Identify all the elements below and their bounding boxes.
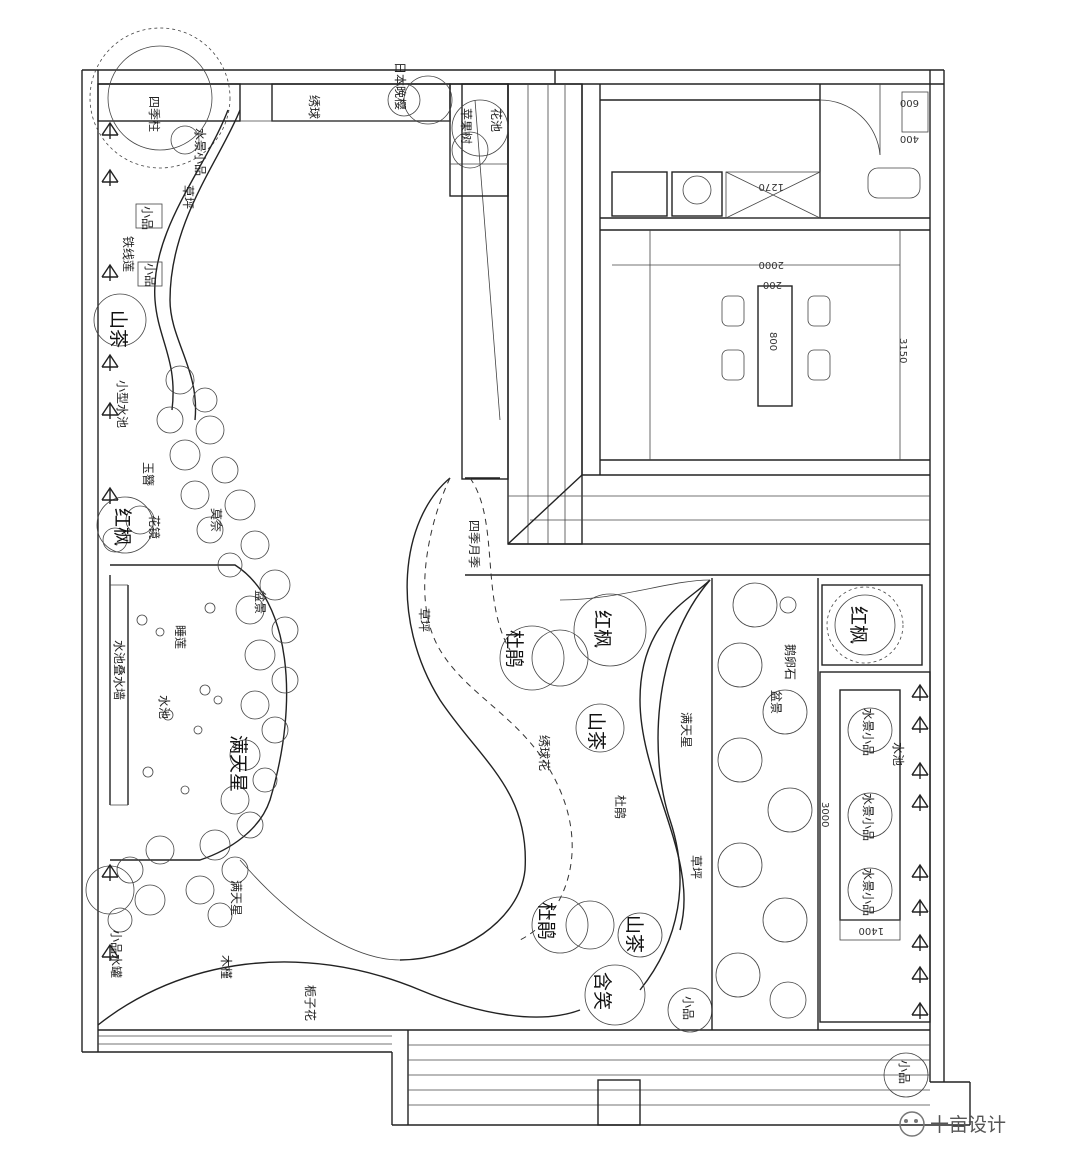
dim-2000: 2000 [759, 259, 784, 270]
label-xiaoxing-shuichi: 小型水池 [115, 380, 129, 428]
arrow-marker-right [911, 863, 929, 881]
label-xiuqiuhua: 绣球花 [537, 735, 552, 771]
label-shancha-3: 山茶 [623, 915, 645, 953]
label-shuichi-dieshui: 水池叠水墙 [112, 640, 126, 700]
label-caoping-mid: 草坪 [417, 608, 431, 632]
dim-1400: 1400 [859, 925, 884, 936]
label-xiaopin-b: 小品 [143, 263, 157, 287]
arrow-marker-right [911, 965, 929, 983]
right-water-feature: 3000 1400 [819, 584, 931, 1098]
dim-800: 800 [767, 332, 778, 351]
dim-400: 400 [900, 133, 919, 144]
label-penzai-r: 盆景 [769, 690, 783, 714]
label-penzai: 盆景 [253, 590, 267, 614]
label-siji-zhu: 四季柱 [147, 96, 162, 132]
arrow-marker-left [101, 486, 119, 504]
label-pingguo-shu: 苹果树 [459, 108, 474, 144]
arrow-marker-left [101, 353, 119, 371]
label-yuxiang: 玉簪 [141, 462, 156, 486]
outer-walls [81, 69, 971, 1126]
label-xiaopin-d: 小品 [897, 1060, 911, 1084]
center-lawn [399, 477, 819, 1033]
dim-3150: 3150 [897, 338, 908, 363]
arrow-marker-right [911, 1001, 929, 1019]
water-lilies [136, 602, 223, 795]
label-dujuan-small: 杜鹃 [613, 795, 628, 819]
arrow-marker-left [101, 943, 119, 961]
label-tiexian-lian: 铁线莲 [121, 236, 135, 272]
label-hongfeng-3: 红枫 [847, 606, 869, 644]
arrow-marker-right [911, 793, 929, 811]
label-mantianxing-mid: 满天星 [679, 712, 693, 748]
label-xiaopin-c: 小品 [681, 996, 695, 1020]
label-zhizihua: 栀子花 [303, 985, 318, 1021]
arrow-marker-left [101, 401, 119, 419]
label-hanxiao: 含笑 [591, 972, 613, 1010]
label-mohe: 莫奈 [209, 508, 223, 532]
arrow-marker-right [911, 715, 929, 733]
arrow-marker-right [911, 761, 929, 779]
label-siji-yueji: 四季月季 [467, 520, 481, 568]
label-shuichi-r: 水池 [891, 742, 905, 766]
label-shuijing-xiaopin-top: 水景小品 [193, 128, 207, 176]
arrow-marker-left [101, 263, 119, 281]
dim-1270: 1270 [759, 181, 784, 192]
label-shuichi: 水池 [157, 695, 171, 719]
label-hongfeng-1: 红枫 [111, 508, 133, 546]
label-shuiguan: 小品水罐 [109, 930, 123, 978]
arrow-marker-right [911, 683, 929, 701]
arrow-marker-left [101, 863, 119, 881]
dim-3000: 3000 [819, 802, 830, 827]
dim-600-top: 600 [900, 97, 919, 108]
top-planters [89, 27, 509, 197]
label-dujuan-1: 杜鹃 [503, 630, 525, 668]
rock-cluster [102, 365, 299, 933]
label-xiuqiu-top: 绣球 [307, 95, 321, 119]
label-luanshi: 鹅卵石 [783, 644, 797, 680]
label-shuijing-xiaopin-r3: 水景小品 [861, 868, 875, 916]
arrow-marker-right [911, 898, 929, 916]
label-huachi: 花池 [489, 108, 504, 132]
label-shancha-1: 山茶 [107, 310, 129, 348]
label-caoping-top: 草坪 [181, 185, 195, 209]
label-mantianxing-low: 满天星 [229, 880, 243, 916]
watermark-text: 十亩设计 [930, 1114, 1006, 1136]
label-shuilian: 睡莲 [173, 625, 187, 649]
label-shancha-2: 山茶 [585, 712, 607, 750]
label-huajing: 花镜 [147, 515, 162, 539]
label-dujuan-2: 杜鹃 [535, 902, 557, 940]
label-mantianxing-left: 满天星 [227, 735, 249, 792]
label-muqiu: 木槿 [219, 955, 233, 979]
arrow-markers [101, 121, 929, 1019]
arrow-marker-left [101, 121, 119, 139]
label-shuijing-xiaopin-r1: 水景小品 [861, 708, 875, 756]
label-xiaopin-a: 小品 [140, 206, 154, 230]
left-garden [85, 109, 581, 1026]
dim-200: 200 [763, 279, 782, 290]
arrow-marker-right [911, 933, 929, 951]
deck-terrace [98, 83, 930, 1126]
watermark: 十亩设计 [899, 1111, 1006, 1137]
label-riben-wanying: 日本晚樱 [393, 62, 408, 110]
arrow-marker-left [101, 168, 119, 186]
label-hongfeng-2: 红枫 [591, 610, 613, 648]
house-block: 600 400 1270 2000 200 800 3150 [554, 70, 930, 476]
label-shuijing-xiaopin-r2: 水景小品 [861, 793, 875, 841]
plant-labels: 四季柱 绣球 日本晚樱 花池 苹果树 水景小品 草坪 小品 铁线莲 小品 山茶 … [107, 62, 911, 1084]
label-caoping-low: 草坪 [689, 855, 703, 879]
